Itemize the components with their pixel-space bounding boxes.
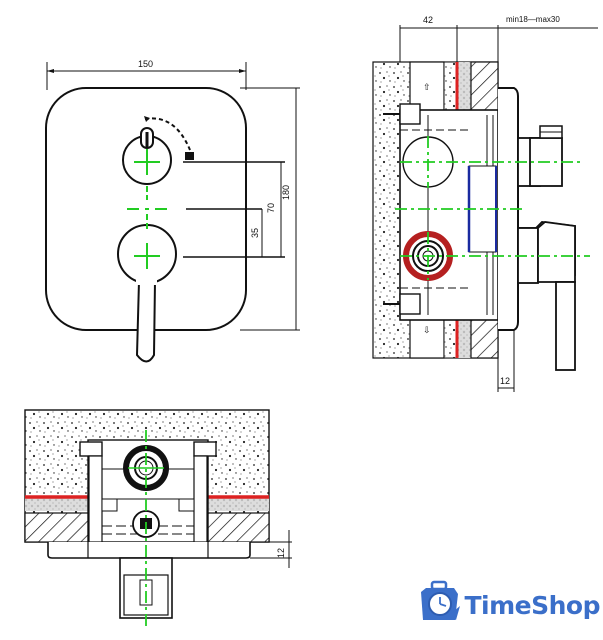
front-spacing-35-label: 35 xyxy=(250,227,260,238)
svg-text:⇩: ⇩ xyxy=(423,325,431,335)
side-plate-thickness-label: 12 xyxy=(500,376,511,386)
side-view: ⇧ ⇩ xyxy=(372,25,598,392)
front-height-label: 180 xyxy=(281,184,291,200)
front-width-label: 150 xyxy=(138,59,154,69)
front-view xyxy=(45,62,300,363)
side-depth-label: 42 xyxy=(423,15,434,25)
timeshop-logo: TimeShop xyxy=(415,580,600,630)
logo-text: TimeShop xyxy=(464,590,600,620)
svg-text:⇧: ⇧ xyxy=(423,82,431,92)
top-plate-thickness-label: 12 xyxy=(276,547,286,558)
top-view xyxy=(24,409,292,628)
front-spacing-70-label: 70 xyxy=(266,202,276,213)
clock-bag-icon xyxy=(421,580,460,620)
side-wall-range-label: min18—max30 xyxy=(506,15,560,24)
